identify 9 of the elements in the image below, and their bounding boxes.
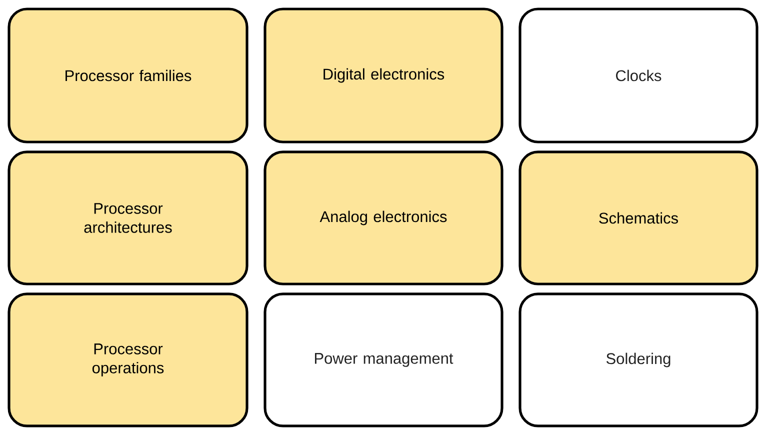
topic-box: Processor architectures xyxy=(8,150,248,286)
topic-box: Schematics xyxy=(518,150,758,286)
topic-box: Soldering xyxy=(518,292,758,428)
topic-box: Processor families xyxy=(8,8,248,144)
topic-box: Processor operations xyxy=(8,292,248,428)
topic-box: Digital electronics xyxy=(264,8,504,144)
topic-box: Power management xyxy=(264,292,504,428)
topic-box: Clocks xyxy=(518,8,758,144)
topic-box: Analog electronics xyxy=(264,150,504,286)
